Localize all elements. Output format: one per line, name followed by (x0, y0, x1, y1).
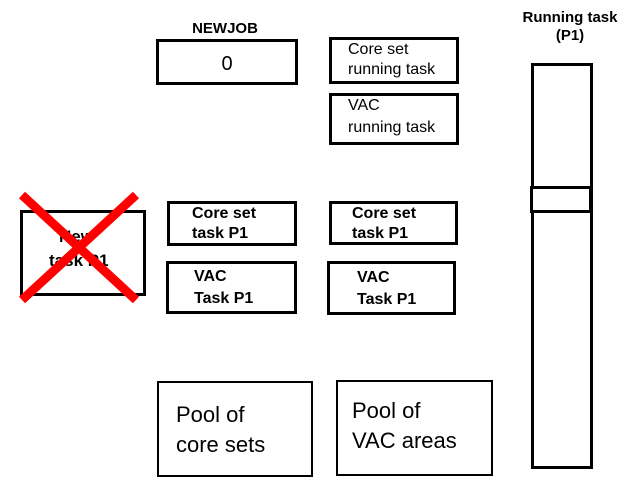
vac-task-line2: Task P1 (357, 291, 417, 308)
pool-vac-areas-line2: VAC areas (352, 428, 457, 453)
vac-running-line1: VAC (348, 97, 380, 114)
vac-task-line2: Task P1 (194, 290, 254, 307)
vac-running-task-box: VAC running task (329, 93, 459, 145)
pool-core-sets-line1: Pool of (176, 402, 245, 427)
cross-stroke-2 (18, 191, 140, 304)
newjob-label: NEWJOB (192, 20, 258, 37)
core-set-task-line2: task P1 (192, 225, 249, 242)
pool-vac-areas-box: Pool of VAC areas (336, 380, 493, 476)
core-set-task-line1: Core set (192, 205, 257, 222)
newjob-value: 0 (221, 53, 233, 75)
running-task-marker (530, 186, 592, 213)
vac-running-line2: running task (348, 119, 436, 136)
core-set-task-line2: task P1 (352, 225, 409, 242)
red-cross-icon (18, 191, 140, 304)
core-set-running-line1: Core set (348, 41, 409, 58)
vac-task-p1-box-1: VAC Task P1 (166, 261, 297, 314)
running-task-column (531, 63, 593, 469)
vac-task-line1: VAC (194, 268, 227, 285)
newjob-counter: 0 (156, 39, 298, 85)
running-task-title-line2: (P1) (555, 27, 585, 44)
pool-core-sets-line2: core sets (176, 432, 266, 457)
core-set-task-line1: Core set (352, 205, 417, 222)
pool-vac-areas-line1: Pool of (352, 398, 421, 423)
core-set-running-line2: running task (348, 61, 436, 78)
core-set-task-p1-box-1: Core set task P1 (167, 201, 297, 246)
core-set-running-task-box: Core set running task (329, 37, 459, 84)
pool-core-sets-box: Pool of core sets (157, 381, 313, 477)
running-task-title-line1: Running task (522, 9, 618, 26)
core-set-task-p1-box-2: Core set task P1 (329, 201, 458, 245)
vac-task-line1: VAC (357, 269, 390, 286)
vac-task-p1-box-2: VAC Task P1 (327, 261, 456, 315)
